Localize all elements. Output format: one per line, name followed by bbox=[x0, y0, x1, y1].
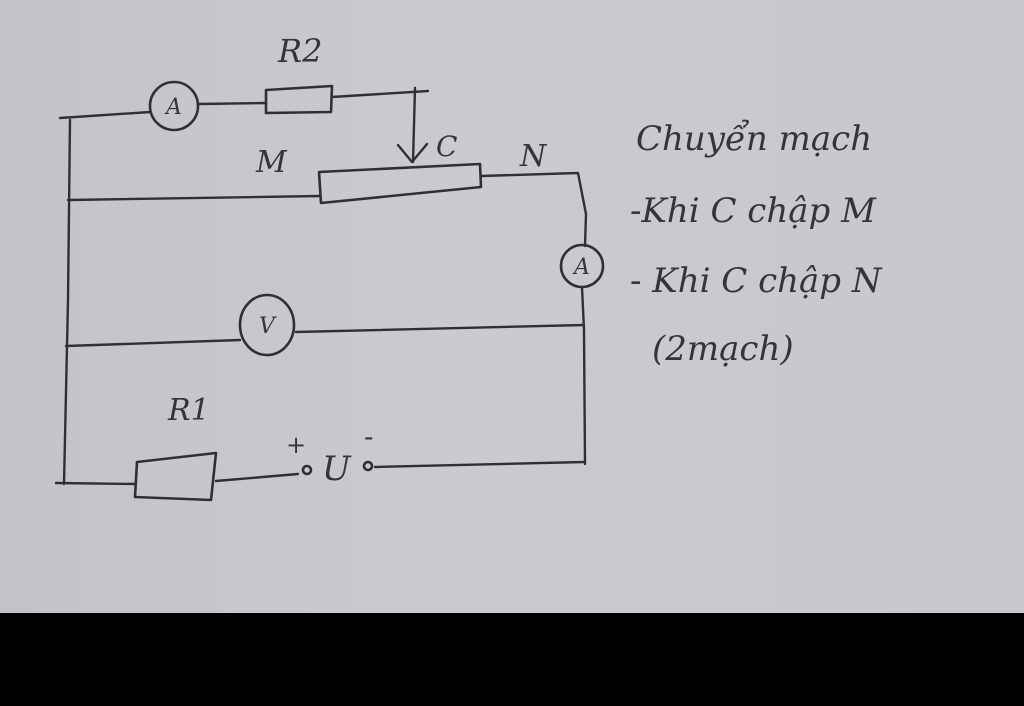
ammeter-to-r2-wire bbox=[196, 101, 268, 106]
voltmeter-right-wire bbox=[294, 323, 586, 334]
ammeter-right-letter: A bbox=[572, 255, 590, 280]
label-minus: - bbox=[364, 420, 373, 453]
r1-to-source-wire bbox=[214, 472, 300, 483]
voltmeter-letter: V bbox=[259, 314, 277, 339]
handwritten-notes: Chuyển mạch -Khi C chập M - Khi C chập N… bbox=[630, 119, 883, 369]
source-terminals bbox=[301, 460, 374, 476]
voltmeter: V bbox=[238, 293, 296, 357]
resistor-r1 bbox=[133, 451, 218, 502]
source-to-right-wire bbox=[373, 460, 586, 469]
paper-sheet: A A V R2 M N C R1 U + bbox=[0, 0, 1024, 613]
label-u: U bbox=[322, 449, 352, 489]
label-plus: + bbox=[286, 431, 306, 459]
label-n: N bbox=[519, 139, 548, 174]
label-c: C bbox=[436, 130, 457, 163]
rheostat-left-wire bbox=[66, 194, 322, 202]
note-line-2: -Khi C chập M bbox=[630, 191, 877, 231]
label-r2: R2 bbox=[277, 32, 322, 70]
rheostat-mn bbox=[317, 162, 483, 205]
top-branch-wire bbox=[58, 110, 152, 120]
ammeter-right: A bbox=[559, 243, 605, 289]
slider-arrowhead bbox=[396, 142, 429, 164]
r2-to-slider-wire bbox=[330, 89, 430, 99]
note-line-1: Chuyển mạch bbox=[636, 119, 872, 159]
ammeter-top: A bbox=[148, 80, 200, 132]
right-rail-wire bbox=[580, 285, 587, 466]
voltmeter-left-wire bbox=[64, 338, 242, 348]
circuit-wires bbox=[54, 86, 588, 486]
left-rail-wire bbox=[62, 118, 72, 486]
resistor-r2 bbox=[264, 84, 334, 115]
label-m: M bbox=[255, 145, 288, 180]
bottom-left-wire bbox=[54, 481, 138, 486]
note-line-4: (2mạch) bbox=[652, 329, 794, 369]
label-r1: R1 bbox=[167, 393, 210, 428]
ammeter-top-letter: A bbox=[164, 95, 182, 120]
slider-wire bbox=[411, 86, 417, 164]
circuit-diagram: A A V R2 M N C R1 U + bbox=[54, 32, 883, 502]
rheostat-right-wire bbox=[479, 171, 588, 248]
bottom-black-bar bbox=[0, 613, 1024, 706]
note-line-3: - Khi C chập N bbox=[630, 261, 883, 301]
